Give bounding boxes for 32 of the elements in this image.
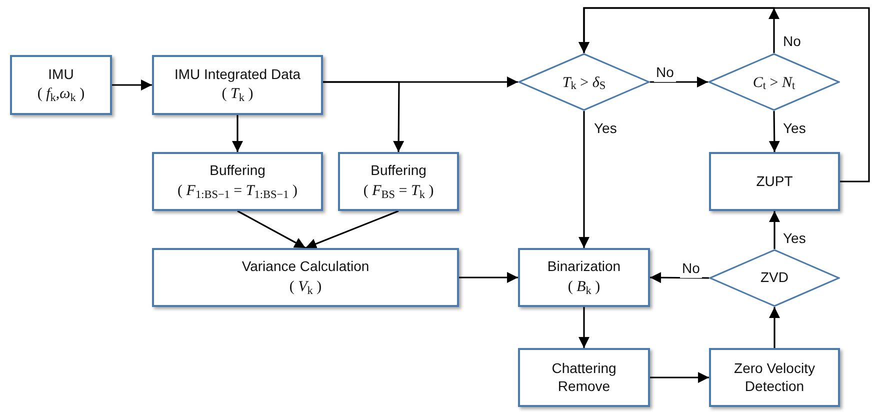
formula-label: ( T$_{k}$ ): [222, 85, 254, 104]
decision-diamond: [708, 53, 840, 111]
formula-label: ( F$_{1:BS−1}$ = T$_{1:BS−1}$ ): [178, 182, 298, 201]
node-label: ZUPT: [755, 172, 794, 190]
node-label: Chattering Remove: [550, 360, 618, 395]
node-label: ZVD: [760, 269, 790, 287]
node-label: Variance Calculation: [240, 258, 370, 276]
formula-label: C$_{t}$ > N$_{t}$: [752, 74, 796, 92]
decision-diamond: [518, 53, 650, 111]
node-label: Buffering: [370, 162, 428, 180]
process-box: [709, 348, 840, 407]
process-box: [152, 248, 459, 307]
node-label: Buffering: [208, 162, 266, 180]
edge-label: No: [680, 260, 702, 278]
decision-diamond: [709, 249, 840, 307]
formula-label: T$_{k}$ > δ$_{S}$: [562, 74, 606, 92]
process-box: [152, 55, 323, 115]
formula-label: ( F$_{BS}$ = T$_{k}$ ): [363, 182, 434, 201]
process-box: [709, 152, 840, 211]
formula-label: ( f$_{k}$,ω$_{k}$ ): [37, 85, 85, 104]
node-label: IMU Integrated Data: [173, 66, 302, 84]
process-box: [338, 152, 459, 211]
formula-label: ( V$_{k}$ ): [289, 278, 322, 297]
process-box: [518, 248, 650, 307]
edge-label: No: [654, 64, 676, 82]
node-label: Binarization: [546, 258, 622, 276]
node-label: IMU: [47, 66, 75, 84]
process-box: [152, 152, 323, 211]
node-label: Zero Velocity Detection: [733, 360, 816, 395]
process-box: [518, 348, 650, 407]
formula-label: ( B$_{k}$ ): [568, 278, 600, 297]
process-box: [10, 55, 112, 115]
